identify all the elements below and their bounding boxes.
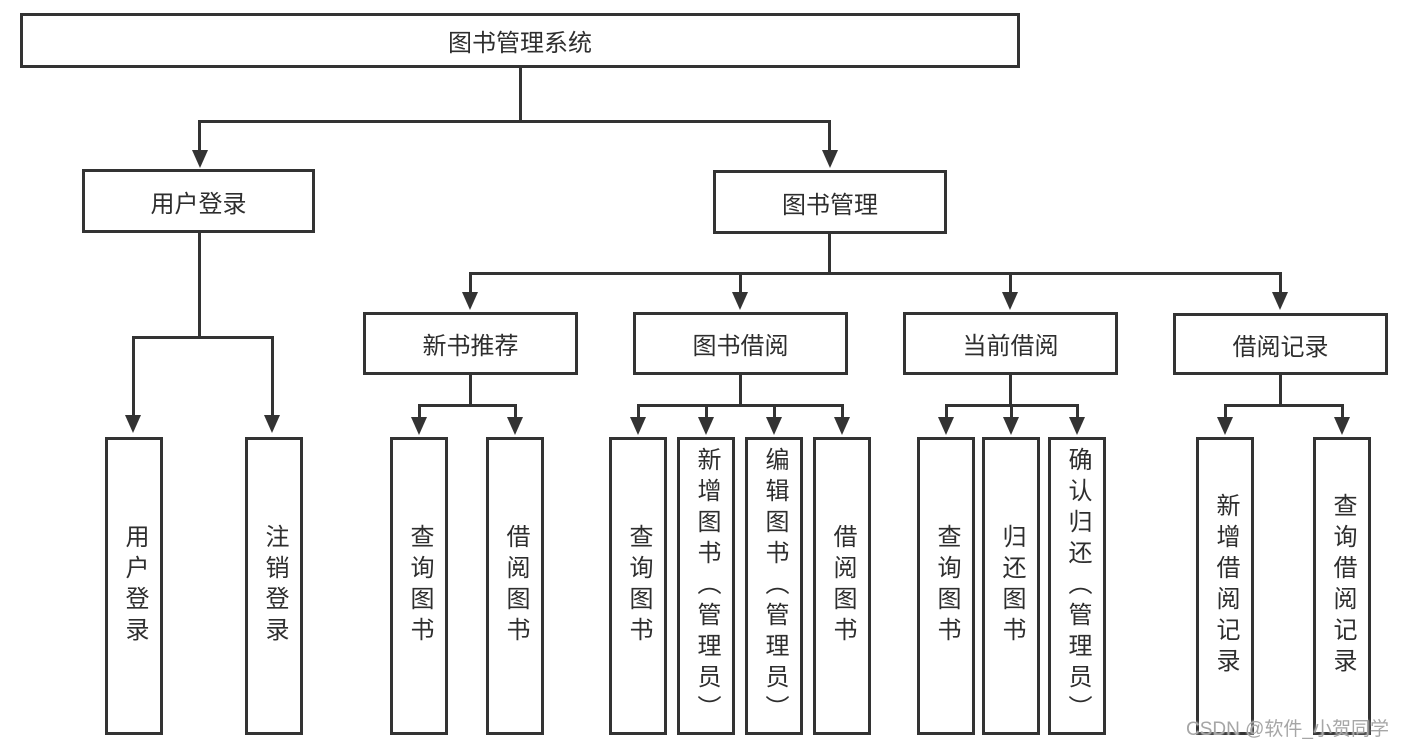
leaf-label: 查询借阅记录 [1329, 493, 1356, 679]
node-borrow-record: 借阅记录 [1173, 313, 1388, 375]
connector-stem [945, 404, 948, 419]
leaf-query-books-recommend: 查询图书 [390, 437, 448, 735]
leaf-logout: 注销登录 [245, 437, 303, 735]
arrowhead-down-icon [1334, 417, 1350, 435]
node-book-borrow: 图书借阅 [633, 312, 848, 375]
leaf-confirm-return-admin: 确认归还（管理员） [1048, 437, 1106, 735]
leaf-borrow-books-recommend: 借阅图书 [486, 437, 544, 735]
connector-stem [828, 120, 831, 152]
leaf-label: 查询图书 [625, 524, 652, 648]
leaf-label: 注销登录 [261, 524, 288, 648]
connector-stem [1010, 404, 1013, 419]
connector-branch [637, 404, 844, 407]
arrowhead-down-icon [192, 150, 208, 168]
arrowhead-down-icon [834, 417, 850, 435]
connector-root-stem [519, 68, 522, 122]
connector-stem [1224, 404, 1227, 419]
connector-branch [1224, 404, 1343, 407]
node-current-borrow: 当前借阅 [903, 312, 1118, 375]
arrowhead-down-icon [822, 150, 838, 168]
connector-root-branch [198, 120, 831, 123]
leaf-label: 归还图书 [998, 524, 1025, 648]
arrowhead-down-icon [732, 292, 748, 310]
leaf-label: 借阅图书 [502, 524, 529, 648]
leaf-edit-books-admin: 编辑图书（管理员） [745, 437, 803, 735]
arrowhead-down-icon [766, 417, 782, 435]
leaf-label: 查询图书 [933, 524, 960, 648]
arrowhead-down-icon [1003, 417, 1019, 435]
connector-stem [198, 120, 201, 152]
connector-stem [1076, 404, 1079, 419]
leaf-return-books: 归还图书 [982, 437, 1040, 735]
connector-stem [418, 404, 421, 419]
arrowhead-down-icon [1069, 417, 1085, 435]
arrowhead-down-icon [125, 415, 141, 433]
arrowhead-down-icon [507, 417, 523, 435]
connector-stem [828, 234, 831, 275]
connector-stem [705, 404, 708, 419]
connector-stem [1341, 404, 1344, 419]
connector-stem [841, 404, 844, 419]
leaf-query-books-current: 查询图书 [917, 437, 975, 735]
node-root-system: 图书管理系统 [20, 13, 1020, 68]
connector-stem [1279, 272, 1282, 294]
node-new-book-recommend: 新书推荐 [363, 312, 578, 375]
arrowhead-down-icon [1272, 292, 1288, 310]
leaf-label: 借阅图书 [829, 524, 856, 648]
connector-stem [1009, 375, 1012, 407]
connector-branch [132, 336, 274, 339]
node-user-login: 用户登录 [82, 169, 315, 233]
node-book-management: 图书管理 [713, 170, 947, 234]
node-current-borrow-label: 当前借阅 [962, 333, 1059, 360]
node-root-label: 图书管理系统 [448, 30, 592, 57]
connector-stem [773, 404, 776, 419]
connector-stem [469, 272, 472, 294]
connector-stem [637, 404, 640, 419]
connector-stem [1279, 375, 1282, 407]
arrowhead-down-icon [630, 417, 646, 435]
connector-stem [1009, 272, 1012, 294]
arrowhead-down-icon [698, 417, 714, 435]
connector-stem [271, 336, 274, 417]
arrowhead-down-icon [1002, 292, 1018, 310]
connector-stem [132, 336, 135, 417]
leaf-label: 新增借阅记录 [1212, 493, 1239, 679]
node-user-login-label: 用户登录 [150, 190, 247, 218]
csdn-watermark: CSDN @软件_小贺同学 [1186, 719, 1389, 740]
arrowhead-down-icon [462, 292, 478, 310]
leaf-user-login: 用户登录 [105, 437, 163, 735]
connector-stem [514, 404, 517, 419]
leaf-label: 确认归还（管理员） [1064, 446, 1091, 726]
leaf-label: 新增图书（管理员） [693, 446, 720, 726]
node-book-borrow-label: 图书借阅 [692, 333, 789, 360]
arrowhead-down-icon [264, 415, 280, 433]
leaf-borrow-books: 借阅图书 [813, 437, 871, 735]
leaf-label: 用户登录 [121, 524, 148, 648]
leaf-label: 查询图书 [406, 524, 433, 648]
leaf-query-borrow-record: 查询借阅记录 [1313, 437, 1371, 735]
arrowhead-down-icon [1217, 417, 1233, 435]
connector-branch [418, 404, 517, 407]
arrowhead-down-icon [411, 417, 427, 435]
leaf-add-books-admin: 新增图书（管理员） [677, 437, 735, 735]
leaf-add-borrow-record: 新增借阅记录 [1196, 437, 1254, 735]
leaf-query-books: 查询图书 [609, 437, 667, 735]
connector-stem [739, 375, 742, 407]
node-borrow-record-label: 借阅记录 [1232, 333, 1329, 361]
connector-stem [198, 233, 201, 338]
arrowhead-down-icon [938, 417, 954, 435]
connector-stem [469, 375, 472, 407]
connector-branch [469, 272, 1282, 275]
connector-stem [739, 272, 742, 294]
node-new-book-recommend-label: 新书推荐 [422, 333, 519, 360]
leaf-label: 编辑图书（管理员） [761, 446, 788, 726]
node-book-management-label: 图书管理 [782, 191, 878, 219]
